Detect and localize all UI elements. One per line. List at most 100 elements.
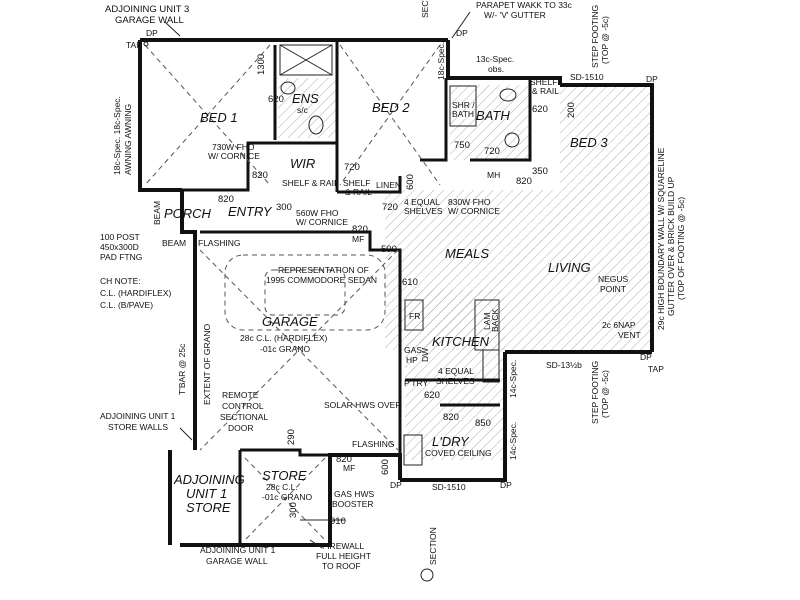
note-tbar: T'BAR @ 25c [177, 343, 187, 395]
note-14c-b: 14c-Spec. [508, 422, 518, 460]
leader-adj3 [164, 21, 181, 37]
room-kitchen: KITCHEN [432, 334, 490, 349]
note-gashws-2: BOOSTER [332, 499, 374, 509]
ens-basin [280, 81, 296, 95]
dim-620-bath: 620 [532, 104, 548, 115]
dim-600-l: 600 [380, 459, 391, 475]
note-remote-2: CONTROL [222, 401, 264, 411]
note-garage-ceil-2: -01c GRANO [260, 344, 310, 354]
note-lamback-2: BACK [490, 309, 500, 332]
note-stepfoot-mid-1: STEP FOOTING [590, 361, 600, 424]
note-pantry: P'TRY [404, 378, 428, 388]
room-garage: GARAGE [262, 314, 318, 329]
garage-diag-2 [199, 249, 399, 451]
note-tap-right: TAP [648, 364, 664, 374]
leader-store-walls [179, 427, 193, 441]
note-shelfrail-wir: SHELF & RAIL [282, 178, 339, 188]
note-remote-4: DOOR [228, 423, 254, 433]
note-dp-6: DP [640, 352, 652, 362]
note-13c-2: obs. [488, 64, 504, 74]
room-adj-store-3: STORE [186, 500, 231, 515]
car-roof [264, 269, 346, 316]
note-store-ceil-1: 28c C.L. [266, 482, 298, 492]
note-dp-5: DP [500, 480, 512, 490]
note-post-2: 450x300D [100, 242, 139, 252]
note-ch-3: C.L. (B/PAVE) [100, 300, 153, 310]
room-store: STORE [262, 468, 307, 483]
note-shrbath-1: SHR / [452, 100, 475, 110]
dim-620-k: 620 [424, 390, 440, 401]
dim-720-wir: 720 [344, 162, 360, 173]
note-kshelves-1: 4 EQUAL [438, 366, 474, 376]
room-entry: ENTRY [228, 204, 273, 219]
note-gas-1: GAS [404, 345, 422, 355]
note-kshelves-2: SHELVES [436, 376, 475, 386]
dim-620-ens: 620 [268, 94, 284, 105]
dim-910: 910 [330, 516, 346, 527]
note-flashing2: FLASHING [352, 439, 395, 449]
note-fho-meals-1: 830W FHO [448, 197, 491, 207]
room-ldry: L'DRY [432, 434, 470, 449]
note-awning-2: AWNING AWNING [123, 104, 133, 175]
wall-bath-top [446, 40, 562, 85]
room-ens: ENS [292, 91, 319, 106]
note-gas-2: HP [406, 355, 418, 365]
note-dp-1: DP [146, 28, 158, 38]
note-parapet-2: W/- 'V' GUTTER [484, 10, 546, 20]
note-ch-1: CH NOTE: [100, 276, 141, 286]
leader-parapet [451, 11, 471, 39]
note-store-ceil-2: -01c GRANO [262, 492, 312, 502]
note-sd-bottom: SD-1510 [432, 482, 466, 492]
dim-820-mf: 820 [352, 224, 368, 235]
note-mf: MF [352, 234, 364, 244]
note-fho-meals-2: W/ CORNICE [448, 206, 500, 216]
note-fho-entry-2: W/ CORNICE [296, 217, 348, 227]
note-dw: DW [420, 348, 430, 362]
note-solar-hws: SOLAR HWS OVER [324, 400, 401, 410]
bath-basin [504, 132, 520, 148]
note-post-3: PAD FTNG [100, 252, 142, 262]
note-garage-ceil-1: 28c C.L. (HARDIFLEX) [240, 333, 328, 343]
note-remote-1: REMOTE [222, 390, 259, 400]
note-shelfrail2-1: SHELF [343, 178, 370, 188]
wall-kitchen-right [400, 352, 507, 482]
hatch-kitchen [405, 290, 505, 460]
note-sd-right: SD-13½b [546, 360, 582, 370]
wall-bed3-top [560, 83, 654, 352]
hatch-ens [278, 78, 336, 138]
note-dp-2: DP [456, 28, 468, 38]
note-repr-2: 1995 COMMODORE SEDAN [266, 275, 377, 285]
note-eqshelves-1: 4 EQUAL [404, 197, 440, 207]
note-flashing: FLASHING [198, 238, 241, 248]
note-stepfoot-top-1: STEP FOOTING [590, 5, 600, 68]
ens-shower-x2 [279, 44, 333, 76]
wall-store-top [240, 448, 330, 457]
note-adj1-garage-1: ADJOINING UNIT 1 [200, 545, 276, 555]
wall-bed1-bottom [142, 141, 336, 192]
note-sd-top: SD-1510 [570, 72, 604, 82]
note-shrbath-2: BATH [452, 109, 474, 119]
wall-bed2-right [420, 78, 448, 162]
bath-shower [449, 85, 477, 127]
room-bath: BATH [476, 108, 510, 123]
section-marker [420, 568, 434, 582]
tap-marker-top [143, 41, 149, 47]
note-adj3-1: ADJOINING UNIT 3 [105, 4, 189, 15]
note-dp-4: DP [390, 480, 402, 490]
room-porch: PORCH [164, 206, 212, 221]
dim-850: 850 [475, 418, 491, 429]
note-shelfrail-bath-1: SHELF [530, 77, 557, 87]
room-adj-store-2: UNIT 1 [186, 486, 227, 501]
dim-200: 200 [566, 102, 577, 118]
note-boundary-2: GUTTER OVER & BRICK BUILD UP [666, 176, 676, 316]
room-wir: WIR [290, 156, 315, 171]
note-adj1-garage-2: GARAGE WALL [206, 556, 268, 566]
garage-diag-1 [199, 249, 399, 451]
dim-610: 610 [402, 277, 418, 288]
note-repr-1: REPRESENTATION OF [278, 265, 369, 275]
dim-350: 350 [532, 166, 548, 177]
dim-600: 600 [405, 174, 416, 190]
room-adj-store-1: ADJOINING [173, 472, 245, 487]
note-adj3-2: GARAGE WALL [115, 15, 184, 26]
note-lamback-1: LAM [482, 313, 492, 330]
